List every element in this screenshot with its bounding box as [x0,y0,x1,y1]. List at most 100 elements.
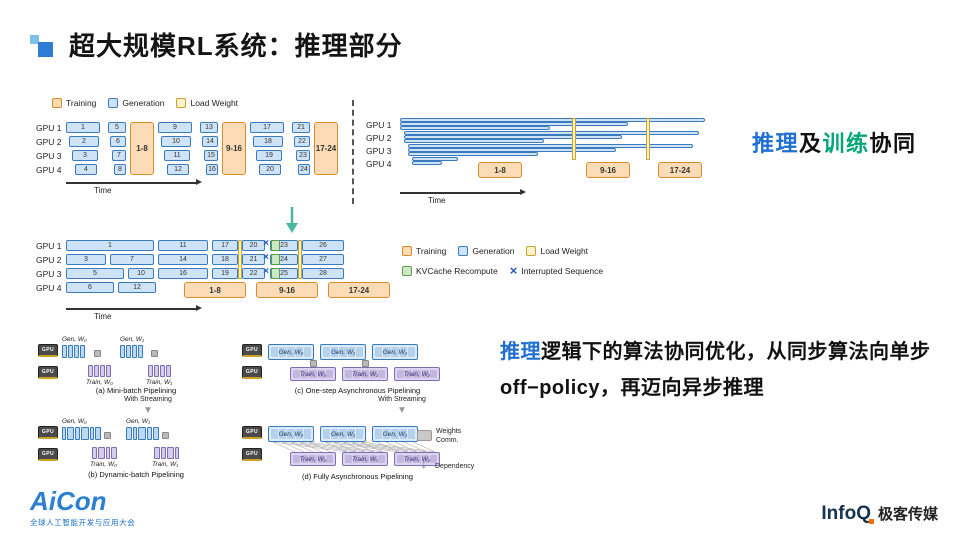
legend-label: Interrupted Sequence [521,265,604,276]
box-label: Train, W₂ [403,370,431,378]
generation-bar: 1 [66,240,154,251]
generation-bar: 12 [118,282,156,293]
generation-bar: 16 [206,164,218,175]
box-bars [271,347,312,357]
box-bars [397,370,438,378]
training-box: Train, W₂ [394,367,440,381]
generation-bar: 23 [270,240,298,251]
generation-bar: 7 [110,254,154,265]
pipeline-label: Gen, W₁ [126,418,151,425]
interrupted-sequence-icon: × [263,252,269,263]
legend-item: Training [52,98,96,108]
box-label: Gen, W₂ [382,430,408,438]
training-box: Train, W₁ [342,452,388,466]
gpu-chip-label: GPU [41,451,55,457]
generation-bar: 15 [204,150,218,161]
gpu-chip-label: GPU [41,347,55,353]
training-bar-group [154,447,180,459]
generation-bar: 13 [200,122,218,133]
weights-comm-label: Weights Comm. [436,428,480,446]
legend-item: Load Weight [526,246,588,256]
gpu-label: GPU 4 [36,283,62,293]
box-label: Train, W₀ [299,370,327,378]
with-streaming-annotation: With Streaming ▼ [116,396,180,416]
interrupted-sequence-icon: × [263,238,269,249]
generation-bar: 1 [66,122,100,133]
box-bars [345,455,386,463]
down-arrow-icon: ▼ [143,404,153,416]
text-segment: 推理 [500,341,541,363]
gpu-chip-icon: GPU [38,426,58,439]
slide-header: 超大规模RL系统：推理部分 [30,26,403,63]
generation-bar: 22× [242,266,269,279]
kvcache-segment [271,268,280,279]
generation-bar: 25 [270,268,298,279]
box-label: Gen, W₀ [278,348,304,356]
generation-bar [408,152,538,156]
connector-icon [104,432,111,439]
generation-box: Gen, W₁ [320,426,366,442]
generation-bar: 19 [256,150,282,161]
kvcache-segment [271,240,280,251]
pipeline-caption: (a) Mini-batch Pipelining [95,386,177,395]
infoq-text: InfoQ [821,503,871,524]
load-weight-strip [572,118,576,160]
legend-item: ×Interrupted Sequence [510,264,604,277]
box-bars [375,429,416,439]
box-bars [323,429,364,439]
box-label: Train, W₁ [351,455,379,463]
generation-bar: 24 [298,164,310,175]
generation-bar: 3 [66,254,106,265]
connector-icon [310,360,317,367]
generation-bar [404,135,622,139]
legend-item: KVCache Recompute [402,265,498,276]
infoq-logo: InfoQ 极客传媒 [821,503,938,524]
pipeline-caption: (b) Dynamic-batch Pipelining [88,470,184,479]
generation-bar: 5 [66,268,124,279]
pipeline-label: Gen, W₀ [62,336,87,343]
text-segment: 逻辑下的算法协同优化，从同步算法向单步off−policy，再迈向异步推理 [500,341,931,399]
gpu-chip-label: GPU [245,451,259,457]
gpu-chip-icon: GPU [242,366,262,379]
gpu-label: GPU 3 [36,269,62,279]
generation-swatch-icon [458,246,469,256]
interrupted-sequence-icon: × [263,266,269,277]
generation-bar: 11 [158,240,208,251]
gpu-chip-icon: GPU [38,366,58,379]
generation-bar: 3 [72,150,98,161]
gpu-label: GPU 4 [366,159,392,169]
generation-bar [412,161,442,165]
generation-bar: 17 [212,240,238,251]
generation-bar [400,118,705,122]
load-weight-strip [646,118,650,160]
box-bars [323,347,364,357]
pipeline-caption: (d) Fully Asynchronous Pipelining [302,472,413,481]
text-segment: 训练 [822,131,870,156]
time-label: Time [94,312,112,321]
gpu-chip-icon: GPU [242,426,262,439]
generation-bar [404,139,544,143]
generation-bar: 4 [75,164,97,175]
page-title: 超大规模RL系统：推理部分 [69,31,403,61]
time-axis-arrow-icon [196,305,202,312]
generation-bar [404,131,699,135]
legend-label: Generation [472,246,515,256]
time-axis-arrow-icon [520,189,526,196]
box-label: Gen, W₂ [382,348,408,356]
training-bar-group [88,365,112,377]
dependency-text: Dependency [435,463,475,470]
box-label: Train, W₀ [299,455,327,463]
caption-algorithm-optimization: 推理逻辑下的算法协同优化，从同步算法向单步off−policy，再迈向异步推理 [500,334,952,406]
dependency-label: Dependency [435,463,485,472]
generation-bar: 10 [161,136,191,147]
box-label: Gen, W₁ [330,430,356,438]
text-segment: 推理 [752,131,800,156]
gpu-label: GPU 3 [366,146,392,156]
caption-inference-training-synergy: 推理及训练协同 [752,126,917,158]
